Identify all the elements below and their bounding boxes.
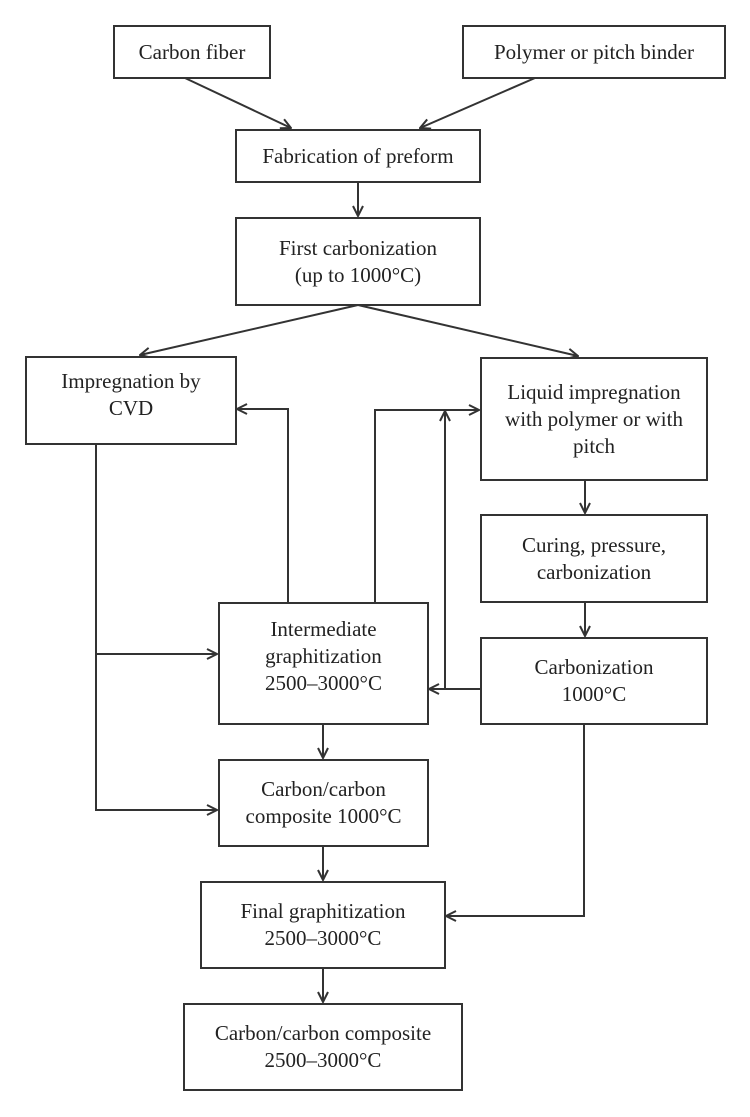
node-label-line-2: 2500–3000°C xyxy=(264,926,382,950)
node-label-line-2: composite 1000°C xyxy=(245,804,402,828)
node-intermediate-graphitization: Intermediate graphitization 2500–3000°C xyxy=(218,602,429,725)
node-liquid-impregnation: Liquid impregnation with polymer or with… xyxy=(480,357,708,481)
node-label-line-2: carbonization xyxy=(536,559,652,584)
node-label-line-1: Carbon/carbon xyxy=(261,777,386,801)
node-fabrication-of-preform: Fabrication of preform xyxy=(235,129,481,183)
node-label-line-2: 2500–3000°C xyxy=(264,1048,382,1072)
node-label-line-1: First carbonization xyxy=(278,235,438,260)
edge-carbon-fiber-to-fabrication xyxy=(184,77,291,128)
node-carbonization-1000c: Carbonization 1000°C xyxy=(480,637,708,725)
edge-intermediate-to-cvd xyxy=(237,409,289,602)
node-curing-pressure-carbonization: Curing, pressure, carbonization xyxy=(480,514,708,603)
edge-intermediate-to-liquid xyxy=(374,410,479,602)
node-label-line-1: Final graphitization xyxy=(240,899,406,923)
edge-carbonization-to-final-graph xyxy=(446,724,585,916)
node-label-line-2: with polymer or with xyxy=(505,406,683,431)
edge-first-carbonization-to-liquid xyxy=(357,304,578,356)
node-carbon-carbon-composite-final: Carbon/carbon composite 2500–3000°C xyxy=(183,1003,463,1091)
node-impregnation-by-cvd: Impregnation by CVD xyxy=(25,356,237,445)
edge-first-carbonization-to-cvd xyxy=(140,304,359,355)
node-label-line-1: Liquid impregnation xyxy=(507,379,681,404)
node-label-line-1: Carbonization xyxy=(534,655,654,679)
node-final-graphitization: Final graphitization 2500–3000°C xyxy=(200,881,446,969)
edge-cvd-to-intermediate xyxy=(95,444,217,654)
node-first-carbonization: First carbonization (up to 1000°C) xyxy=(235,217,481,306)
node-label: Polymer or pitch binder xyxy=(493,39,695,64)
node-carbon-fiber: Carbon fiber xyxy=(113,25,271,79)
node-label-line-2: CVD xyxy=(108,396,154,420)
node-label-line-2: 1000°C xyxy=(561,682,627,706)
node-label-line-3: pitch xyxy=(573,433,615,458)
node-label-line-2: (up to 1000°C) xyxy=(294,262,422,287)
edge-binder-to-fabrication xyxy=(420,77,536,128)
node-carbon-carbon-composite-1000c: Carbon/carbon composite 1000°C xyxy=(218,759,429,847)
node-label: Carbon fiber xyxy=(138,39,246,64)
node-label-line-3: 2500–3000°C xyxy=(265,671,382,695)
node-polymer-or-pitch-binder: Polymer or pitch binder xyxy=(462,25,726,79)
node-label-line-1: Carbon/carbon composite xyxy=(214,1021,432,1045)
node-label-line-1: Impregnation by xyxy=(61,369,201,393)
edge-cvd-to-cc-1000 xyxy=(95,654,217,810)
node-label: Fabrication of preform xyxy=(262,143,454,168)
node-label-line-1: Intermediate xyxy=(270,617,377,641)
node-label-line-2: graphitization xyxy=(265,644,382,668)
node-label-line-1: Curing, pressure, xyxy=(521,532,667,557)
